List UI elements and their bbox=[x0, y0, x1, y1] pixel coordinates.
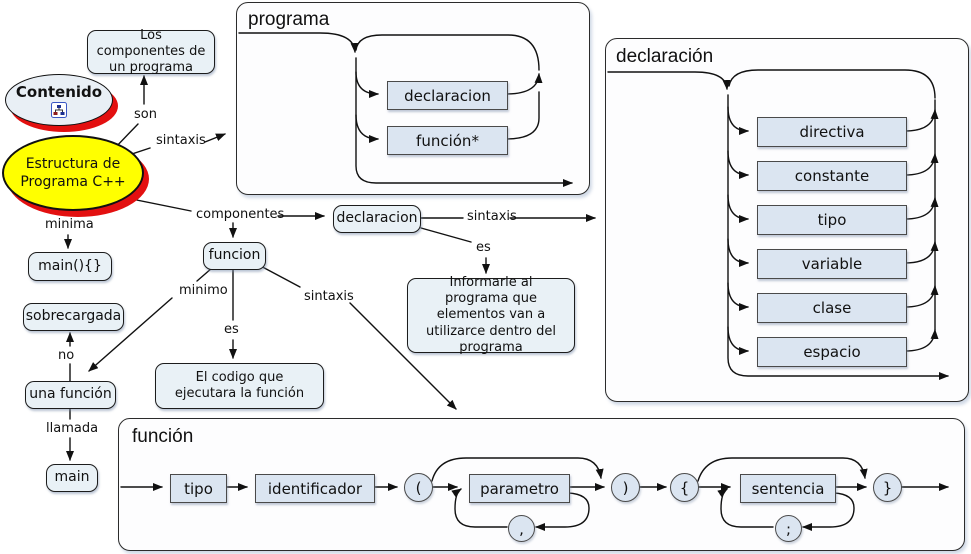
link-label-no: no bbox=[58, 348, 75, 363]
node-main-signature: main(){} bbox=[28, 252, 112, 281]
rail-box-clase: clase bbox=[757, 293, 907, 323]
note-los-componentes: Los componentes de un programa bbox=[87, 28, 215, 75]
rail-box-variable: variable bbox=[757, 249, 907, 279]
link-label-son: son bbox=[134, 107, 157, 122]
sitemap-icon bbox=[51, 101, 67, 118]
symbol-comma: , bbox=[508, 515, 535, 542]
rail-box-identificador: identificador bbox=[255, 474, 375, 503]
link-es-decl-1 bbox=[420, 227, 472, 243]
link-label-minima: minima bbox=[45, 217, 94, 232]
node-main: main bbox=[46, 464, 98, 492]
symbol-open-brace: { bbox=[670, 473, 699, 502]
link-label-es-func: es bbox=[224, 322, 239, 337]
link-label-sintaxis-top: sintaxis bbox=[156, 133, 206, 148]
rail-box-tipo: tipo bbox=[757, 205, 907, 235]
symbol-semicolon: ; bbox=[775, 515, 802, 542]
symbol-close-brace: } bbox=[873, 473, 902, 502]
contenido-label: Contenido bbox=[15, 82, 103, 101]
panel-declaracion-title: declaración bbox=[616, 46, 714, 67]
node-declaracion: declaracion bbox=[333, 205, 421, 233]
rail-box-sentencia: sentencia bbox=[740, 474, 836, 503]
rail-box-parametro: parametro bbox=[469, 474, 570, 503]
root-label: Estructura de Programa C++ bbox=[20, 155, 126, 190]
link-label-llamada: llamada bbox=[46, 421, 99, 436]
node-funcion: funcion bbox=[203, 242, 266, 270]
rail-box-constante: constante bbox=[757, 161, 907, 191]
link-label-sintaxis-low: sintaxis bbox=[304, 289, 354, 304]
link-sintaxis-top-2 bbox=[204, 133, 226, 143]
note-informarle: Informarle al programa que elementos van… bbox=[407, 275, 575, 355]
node-contenido: Contenido bbox=[5, 74, 113, 126]
panel-programa-title: programa bbox=[248, 9, 330, 30]
node-una-funcion: una función bbox=[25, 381, 116, 409]
panel-funcion-title: función bbox=[132, 426, 194, 447]
node-sobrecargada: sobrecargada bbox=[23, 303, 124, 331]
note-el-codigo: El codigo que ejecutara la función bbox=[155, 363, 324, 409]
link-label-es-decl: es bbox=[476, 240, 491, 255]
link-label-sintaxis-mid: sintaxis bbox=[467, 209, 517, 224]
symbol-close-paren: ) bbox=[611, 473, 640, 502]
rail-box-funcion-star: función* bbox=[387, 126, 508, 155]
rail-box-tipo-func: tipo bbox=[170, 474, 227, 503]
symbol-open-paren: ( bbox=[404, 473, 433, 502]
link-minimo-1 bbox=[196, 267, 213, 282]
rail-box-espacio: espacio bbox=[757, 337, 907, 367]
rail-box-directiva: directiva bbox=[757, 117, 907, 147]
link-label-minimo: minimo bbox=[179, 283, 228, 298]
link-label-componentes: componentes bbox=[196, 207, 285, 222]
node-estructura-root: Estructura de Programa C++ bbox=[2, 135, 144, 211]
link-componentes-1 bbox=[116, 195, 192, 212]
rail-box-declaracion: declaracion bbox=[387, 81, 508, 110]
